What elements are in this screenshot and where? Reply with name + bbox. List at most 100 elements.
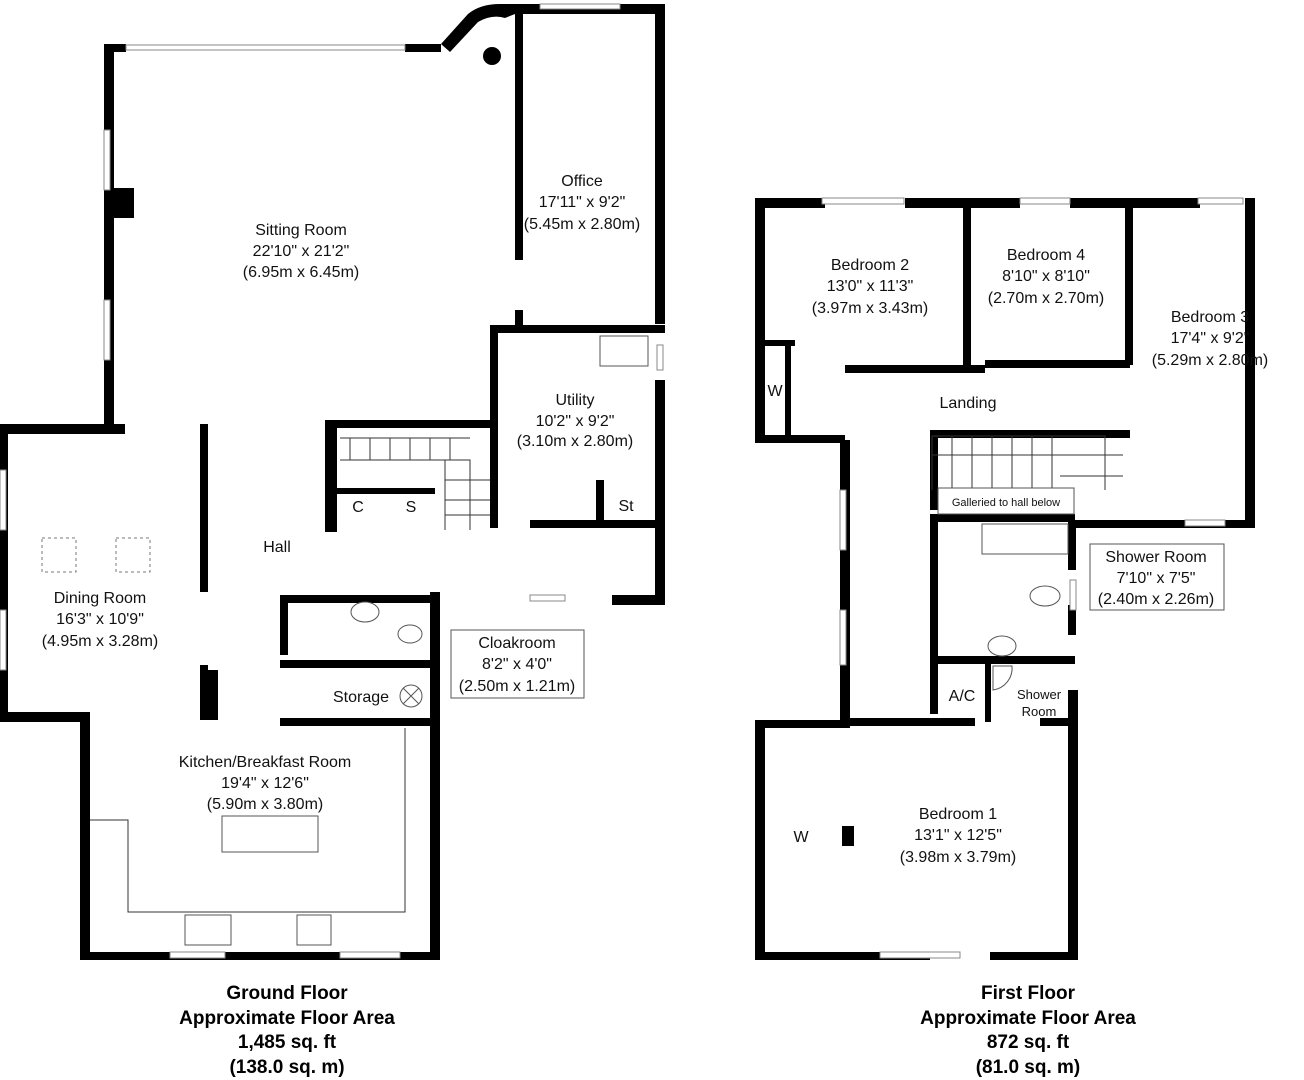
wall-segment: [104, 44, 114, 424]
room-dimensions-metric: (6.95m x 6.45m): [243, 264, 359, 281]
wall-segment: [104, 44, 126, 52]
wall-segment: [0, 712, 90, 722]
room-dimensions-metric: (3.97m x 3.43m): [812, 300, 928, 317]
shower-room-callout: [1089, 543, 1225, 611]
room-bedroom-1: Bedroom 1 13'1" x 12'5" (3.98m x 3.79m): [900, 806, 1016, 866]
wall-segment: [930, 430, 938, 510]
wall-segment: [280, 595, 288, 655]
galleried-box: [937, 487, 1075, 515]
kitchen-island: [221, 815, 319, 853]
room-dimensions-imperial: 22'10" x 21'2": [253, 243, 350, 260]
room-bedroom-3: Bedroom 3 17'4" x 9'2" (5.29m x 2.80m): [1152, 309, 1268, 369]
room-name: Bedroom 3: [1171, 309, 1249, 326]
room-kitchen: Kitchen/Breakfast Room 19'4" x 12'6" (5.…: [179, 754, 352, 813]
wall-segment: [765, 340, 795, 346]
room-dimensions-metric: (5.90m x 3.80m): [207, 796, 323, 813]
wall-segment: [1040, 718, 1075, 726]
room-name: Cloakroom: [478, 635, 555, 652]
wall-segment: [930, 514, 938, 714]
wall-segment: [280, 718, 430, 726]
wall-segment: [755, 198, 765, 443]
kitchen-worktop: [90, 728, 406, 913]
floor-area-sqft: 1,485 sq. ft: [238, 1032, 337, 1053]
window: [1069, 579, 1077, 611]
window: [339, 951, 401, 959]
wall-segment: [1070, 198, 1200, 208]
wall-segment: [963, 205, 971, 365]
wall-segment: [905, 198, 1020, 208]
fixtures: [41, 47, 1225, 946]
label-cupboard: C: [352, 499, 364, 516]
label-galleried: Galleried to hall below: [952, 497, 1060, 509]
wall-segment: [385, 488, 435, 494]
basin-icon: [987, 635, 1017, 657]
wall-segment: [515, 310, 523, 332]
cloakroom-callout: [450, 629, 585, 699]
walls: [0, 3, 1255, 960]
toilet-icon: [397, 624, 423, 644]
room-dimensions-imperial: 10'2" x 9'2": [536, 413, 615, 430]
chimney-breast: [112, 188, 134, 218]
label-wardrobe: W: [767, 383, 783, 400]
room-name: Bedroom 2: [831, 257, 909, 274]
room-dimensions-metric: (5.45m x 2.80m): [524, 216, 640, 233]
floor-area-sqft: 872 sq. ft: [987, 1032, 1070, 1053]
wall-segment: [0, 424, 125, 434]
chimney-breast: [842, 826, 854, 846]
wall-segment: [441, 4, 660, 52]
wall-segment: [200, 424, 208, 592]
wall-segment: [1125, 205, 1133, 365]
label-shower-room-small: Shower: [1017, 687, 1062, 702]
window: [839, 489, 847, 551]
wall-segment: [80, 712, 90, 960]
wall-segment: [655, 530, 665, 605]
floor-title: Ground Floor: [226, 983, 348, 1004]
label-store: S: [406, 499, 417, 516]
room-dimensions-metric: (2.50m x 1.21m): [459, 678, 575, 695]
stairs-first: [931, 435, 1123, 490]
wall-segment: [200, 665, 208, 720]
window: [103, 129, 111, 191]
shower-tray-icon: [981, 523, 1069, 555]
window: [169, 951, 226, 959]
room-bedroom-4: Bedroom 4 8'10" x 8'10" (2.70m x 2.70m): [988, 247, 1104, 307]
window: [103, 299, 111, 361]
room-dimensions-imperial: 7'10" x 7'5": [1117, 570, 1196, 587]
room-name: Kitchen/Breakfast Room: [179, 754, 352, 771]
room-utility: Utility 10'2" x 9'2" (3.10m x 2.80m): [517, 392, 633, 450]
room-dimensions-imperial: 19'4" x 12'6": [221, 775, 309, 792]
floor-subtitle: Approximate Floor Area: [920, 1008, 1136, 1029]
room-dimensions-imperial: 8'2" x 4'0": [482, 656, 552, 673]
wall-segment: [208, 670, 218, 720]
wall-segment: [1068, 520, 1076, 570]
label-storage: Storage: [333, 689, 389, 706]
window: [656, 344, 664, 371]
floor-title: First Floor: [981, 983, 1076, 1004]
wall-segment: [515, 14, 523, 260]
room-dimensions-metric: (4.95m x 3.28m): [42, 633, 158, 650]
room-shower-room: Shower Room 7'10" x 7'5" (2.40m x 2.26m): [1098, 549, 1214, 608]
wall-segment: [325, 420, 337, 532]
window: [879, 951, 961, 959]
wall-segment: [0, 424, 8, 720]
column-icon: [483, 47, 501, 65]
room-dimensions-metric: (5.29m x 2.80m): [1152, 352, 1268, 369]
room-sitting-room: Sitting Room 22'10" x 21'2" (6.95m x 6.4…: [243, 222, 359, 281]
window: [1019, 197, 1071, 205]
shower-corner-icon: [992, 665, 1013, 691]
wall-segment: [430, 592, 440, 960]
window: [539, 3, 621, 10]
room-name: Sitting Room: [255, 222, 347, 239]
wall-segment: [845, 718, 975, 726]
window: [529, 594, 566, 602]
room-dimensions-imperial: 13'0" x 11'3": [827, 278, 914, 295]
toilet-icon: [1029, 585, 1061, 607]
room-dimensions-imperial: 8'10" x 8'10": [1002, 268, 1090, 285]
wall-segment: [985, 360, 1130, 368]
wall-segment: [755, 952, 930, 960]
basin-icon: [350, 601, 380, 623]
wall-segment: [930, 656, 1075, 664]
first-floor-summary: First Floor Approximate Floor Area 872 s…: [920, 983, 1136, 1078]
wall-segment: [755, 198, 825, 208]
